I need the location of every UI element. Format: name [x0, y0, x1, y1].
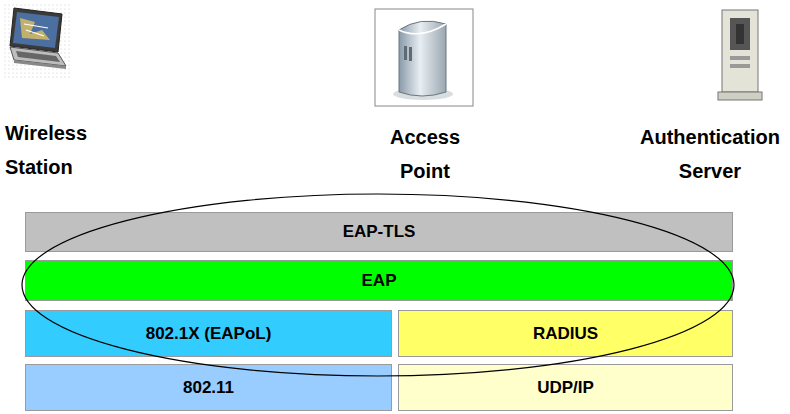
layer-name: EAP-TLS	[337, 222, 422, 242]
layer-name: RADIUS	[527, 324, 604, 344]
protocol-layer-band: UDP/IP	[398, 364, 733, 411]
protocol-layer-band: RADIUS	[398, 310, 733, 357]
layer-name: EAP	[356, 271, 403, 291]
server-icon	[718, 10, 762, 100]
layer-name: 802.1X (EAPoL)	[140, 324, 278, 344]
device-label: Authentication Server	[635, 120, 785, 188]
layer-name: UDP/IP	[531, 378, 600, 398]
scope-ellipse-outline	[22, 194, 734, 376]
protocol-layer-band: EAP	[25, 260, 733, 301]
protocol-layer-band: 802.1X (EAPoL)	[25, 310, 392, 357]
laptop-icon	[2, 2, 72, 78]
protocol-layer-band: 802.11	[25, 364, 392, 411]
protocol-layer-band: EAP-TLS	[25, 212, 733, 252]
layer-name: 802.11	[177, 378, 240, 398]
device-label: Wireless Station	[5, 116, 115, 184]
access-point-icon	[375, 9, 473, 106]
device-label: Access Point	[375, 120, 475, 188]
